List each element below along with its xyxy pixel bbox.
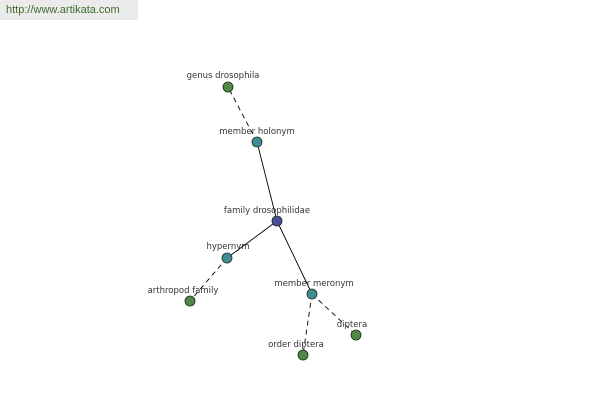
node-label-order-diptera[interactable]: order diptera <box>268 340 324 350</box>
edge-member-meronym-to-diptera <box>311 293 357 336</box>
node-label-member-meronym[interactable]: member meronym <box>274 279 353 289</box>
edge-family-drosophilidae-to-hypernym <box>226 220 278 259</box>
edge-hypernym-to-arthropod-family <box>189 257 228 302</box>
graph-edges <box>189 86 357 356</box>
site-url-banner[interactable]: http://www.artikata.com <box>0 0 138 20</box>
node-member-holonym[interactable] <box>251 136 263 148</box>
graph-labels: genus drosophila member holonym family dro… <box>148 71 368 350</box>
edge-member-meronym-to-order-diptera <box>302 293 313 356</box>
edge-member-holonym-to-genus-drosophila <box>227 86 258 143</box>
node-label-family-drosophilidae[interactable]: family drosophilidae <box>224 206 310 216</box>
node-order-diptera[interactable] <box>297 349 309 361</box>
node-member-meronym[interactable] <box>306 288 318 300</box>
node-label-arthropod-family[interactable]: arthropod family <box>148 286 219 296</box>
node-hypernym[interactable] <box>221 252 233 264</box>
node-diptera[interactable] <box>350 329 362 341</box>
node-label-hypernym[interactable]: hypernym <box>206 242 249 252</box>
node-label-diptera[interactable]: diptera <box>337 320 367 330</box>
node-label-genus-drosophila[interactable]: genus drosophila <box>187 71 260 81</box>
graph-nodes <box>184 81 362 361</box>
edge-family-drosophilidae-to-member-holonym <box>256 141 278 222</box>
node-label-member-holonym[interactable]: member holonym <box>219 127 294 137</box>
edge-family-drosophilidae-to-member-meronym <box>276 220 313 295</box>
node-genus-drosophila[interactable] <box>222 81 234 93</box>
node-arthropod-family[interactable] <box>184 295 196 307</box>
node-family-drosophilidae[interactable] <box>271 215 283 227</box>
